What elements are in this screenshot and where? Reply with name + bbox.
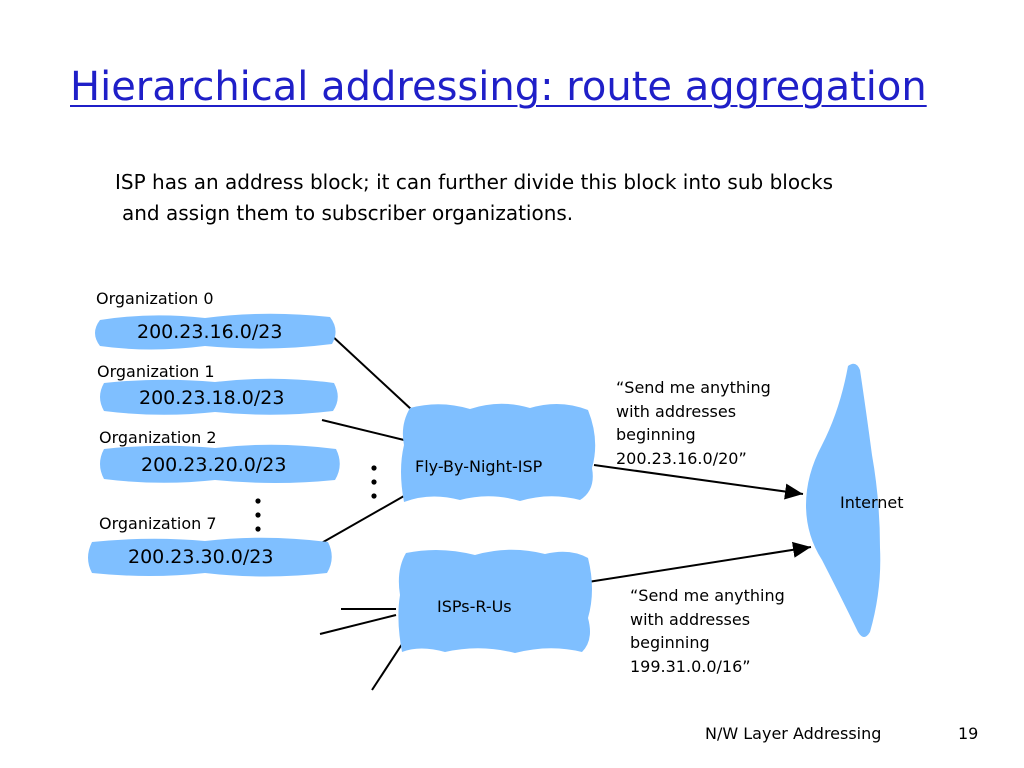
announcement-line: with addresses <box>616 401 737 421</box>
announcement-line: “Send me anything <box>616 378 771 397</box>
org7-block-cloud <box>88 537 332 577</box>
link-ispsrus-internet <box>587 541 812 583</box>
org1-block-address: 200.23.18.0/23 <box>139 387 285 409</box>
ellipsis-dot <box>371 479 377 485</box>
isps-r-us-announcement: “Send me anything with addresses beginni… <box>630 584 785 678</box>
fly-by-night-isp-label: Fly-By-Night-ISP <box>415 457 543 476</box>
link-flybynight-internet <box>593 464 804 500</box>
intro-line-2: and assign them to subscriber organizati… <box>122 201 574 225</box>
org2-block-address: 200.23.20.0/23 <box>141 454 287 476</box>
footer-section: N/W Layer Addressing <box>705 724 882 743</box>
link-ispsrus-customer-3 <box>371 637 407 691</box>
announcement-line: “Send me anything <box>630 586 785 605</box>
internet-label: Internet <box>840 493 904 512</box>
org2-label: Organization 2 <box>99 428 217 447</box>
announcement-line: beginning <box>630 633 710 652</box>
page-number: 19 <box>958 724 979 743</box>
announcement-line: beginning <box>616 425 696 444</box>
announcement-line: 200.23.16.0/20” <box>616 448 747 468</box>
org1-label: Organization 1 <box>97 362 215 381</box>
org2-block-cloud <box>100 444 340 483</box>
org1-block-cloud <box>100 378 338 415</box>
isps-r-us-cloud <box>398 549 592 653</box>
ellipsis-dot <box>255 526 261 532</box>
org0-block-cloud <box>95 313 336 350</box>
org7-label: Organization 7 <box>99 514 217 533</box>
org0-block-address: 200.23.16.0/23 <box>137 321 283 343</box>
intro-line-1: ISP has an address block; it can further… <box>115 170 834 194</box>
ellipsis-dot <box>371 493 377 499</box>
link-ispsrus-customer-2 <box>319 614 397 635</box>
isps-r-us-label: ISPs-R-Us <box>437 597 512 616</box>
fly-by-night-isp-cloud <box>401 403 596 502</box>
internet-cloud <box>806 363 881 637</box>
fly-by-night-announcement: “Send me anything with addresses beginni… <box>616 376 771 470</box>
ellipsis-dot <box>255 512 261 518</box>
link-org0-isp <box>329 333 413 411</box>
org7-block-address: 200.23.30.0/23 <box>128 546 274 568</box>
ellipsis-dot <box>255 498 261 504</box>
link-org7-isp <box>317 495 405 546</box>
announcement-line: with addresses <box>630 609 751 629</box>
slide-title: Hierarchical addressing: route aggregati… <box>70 64 927 110</box>
link-org1-isp <box>321 419 405 441</box>
announcement-line: 199.31.0.0/16” <box>630 656 751 676</box>
ellipsis-dot <box>371 465 377 471</box>
org0-label: Organization 0 <box>96 289 214 308</box>
